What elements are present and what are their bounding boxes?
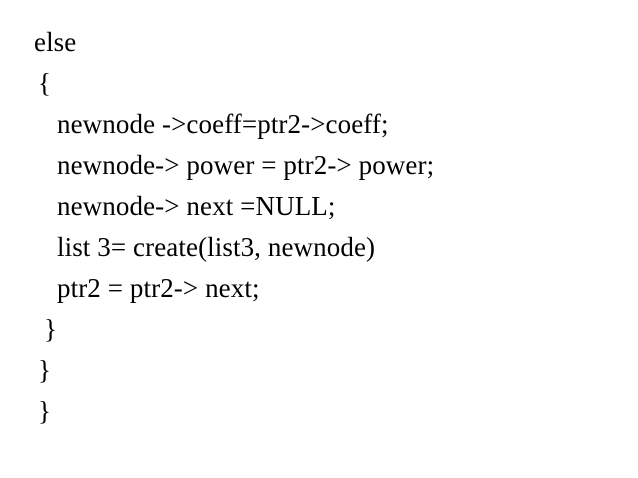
code-line: } [44, 314, 58, 344]
code-line: newnode-> next =NULL; [57, 191, 336, 221]
code-line: { [38, 68, 52, 98]
code-line: newnode ->coeff=ptr2->coeff; [57, 109, 389, 139]
code-line: } [38, 355, 52, 385]
code-block: else {newnode ->coeff=ptr2->coeff; newnode… [34, 27, 435, 426]
code-line: } [38, 396, 52, 426]
code-line: ptr2 = ptr2-> next; [57, 273, 260, 303]
code-line: list 3= create(list3, newnode) [57, 232, 376, 262]
code-line: else [34, 27, 77, 57]
code-line: newnode-> power = ptr2-> power; [57, 150, 435, 180]
